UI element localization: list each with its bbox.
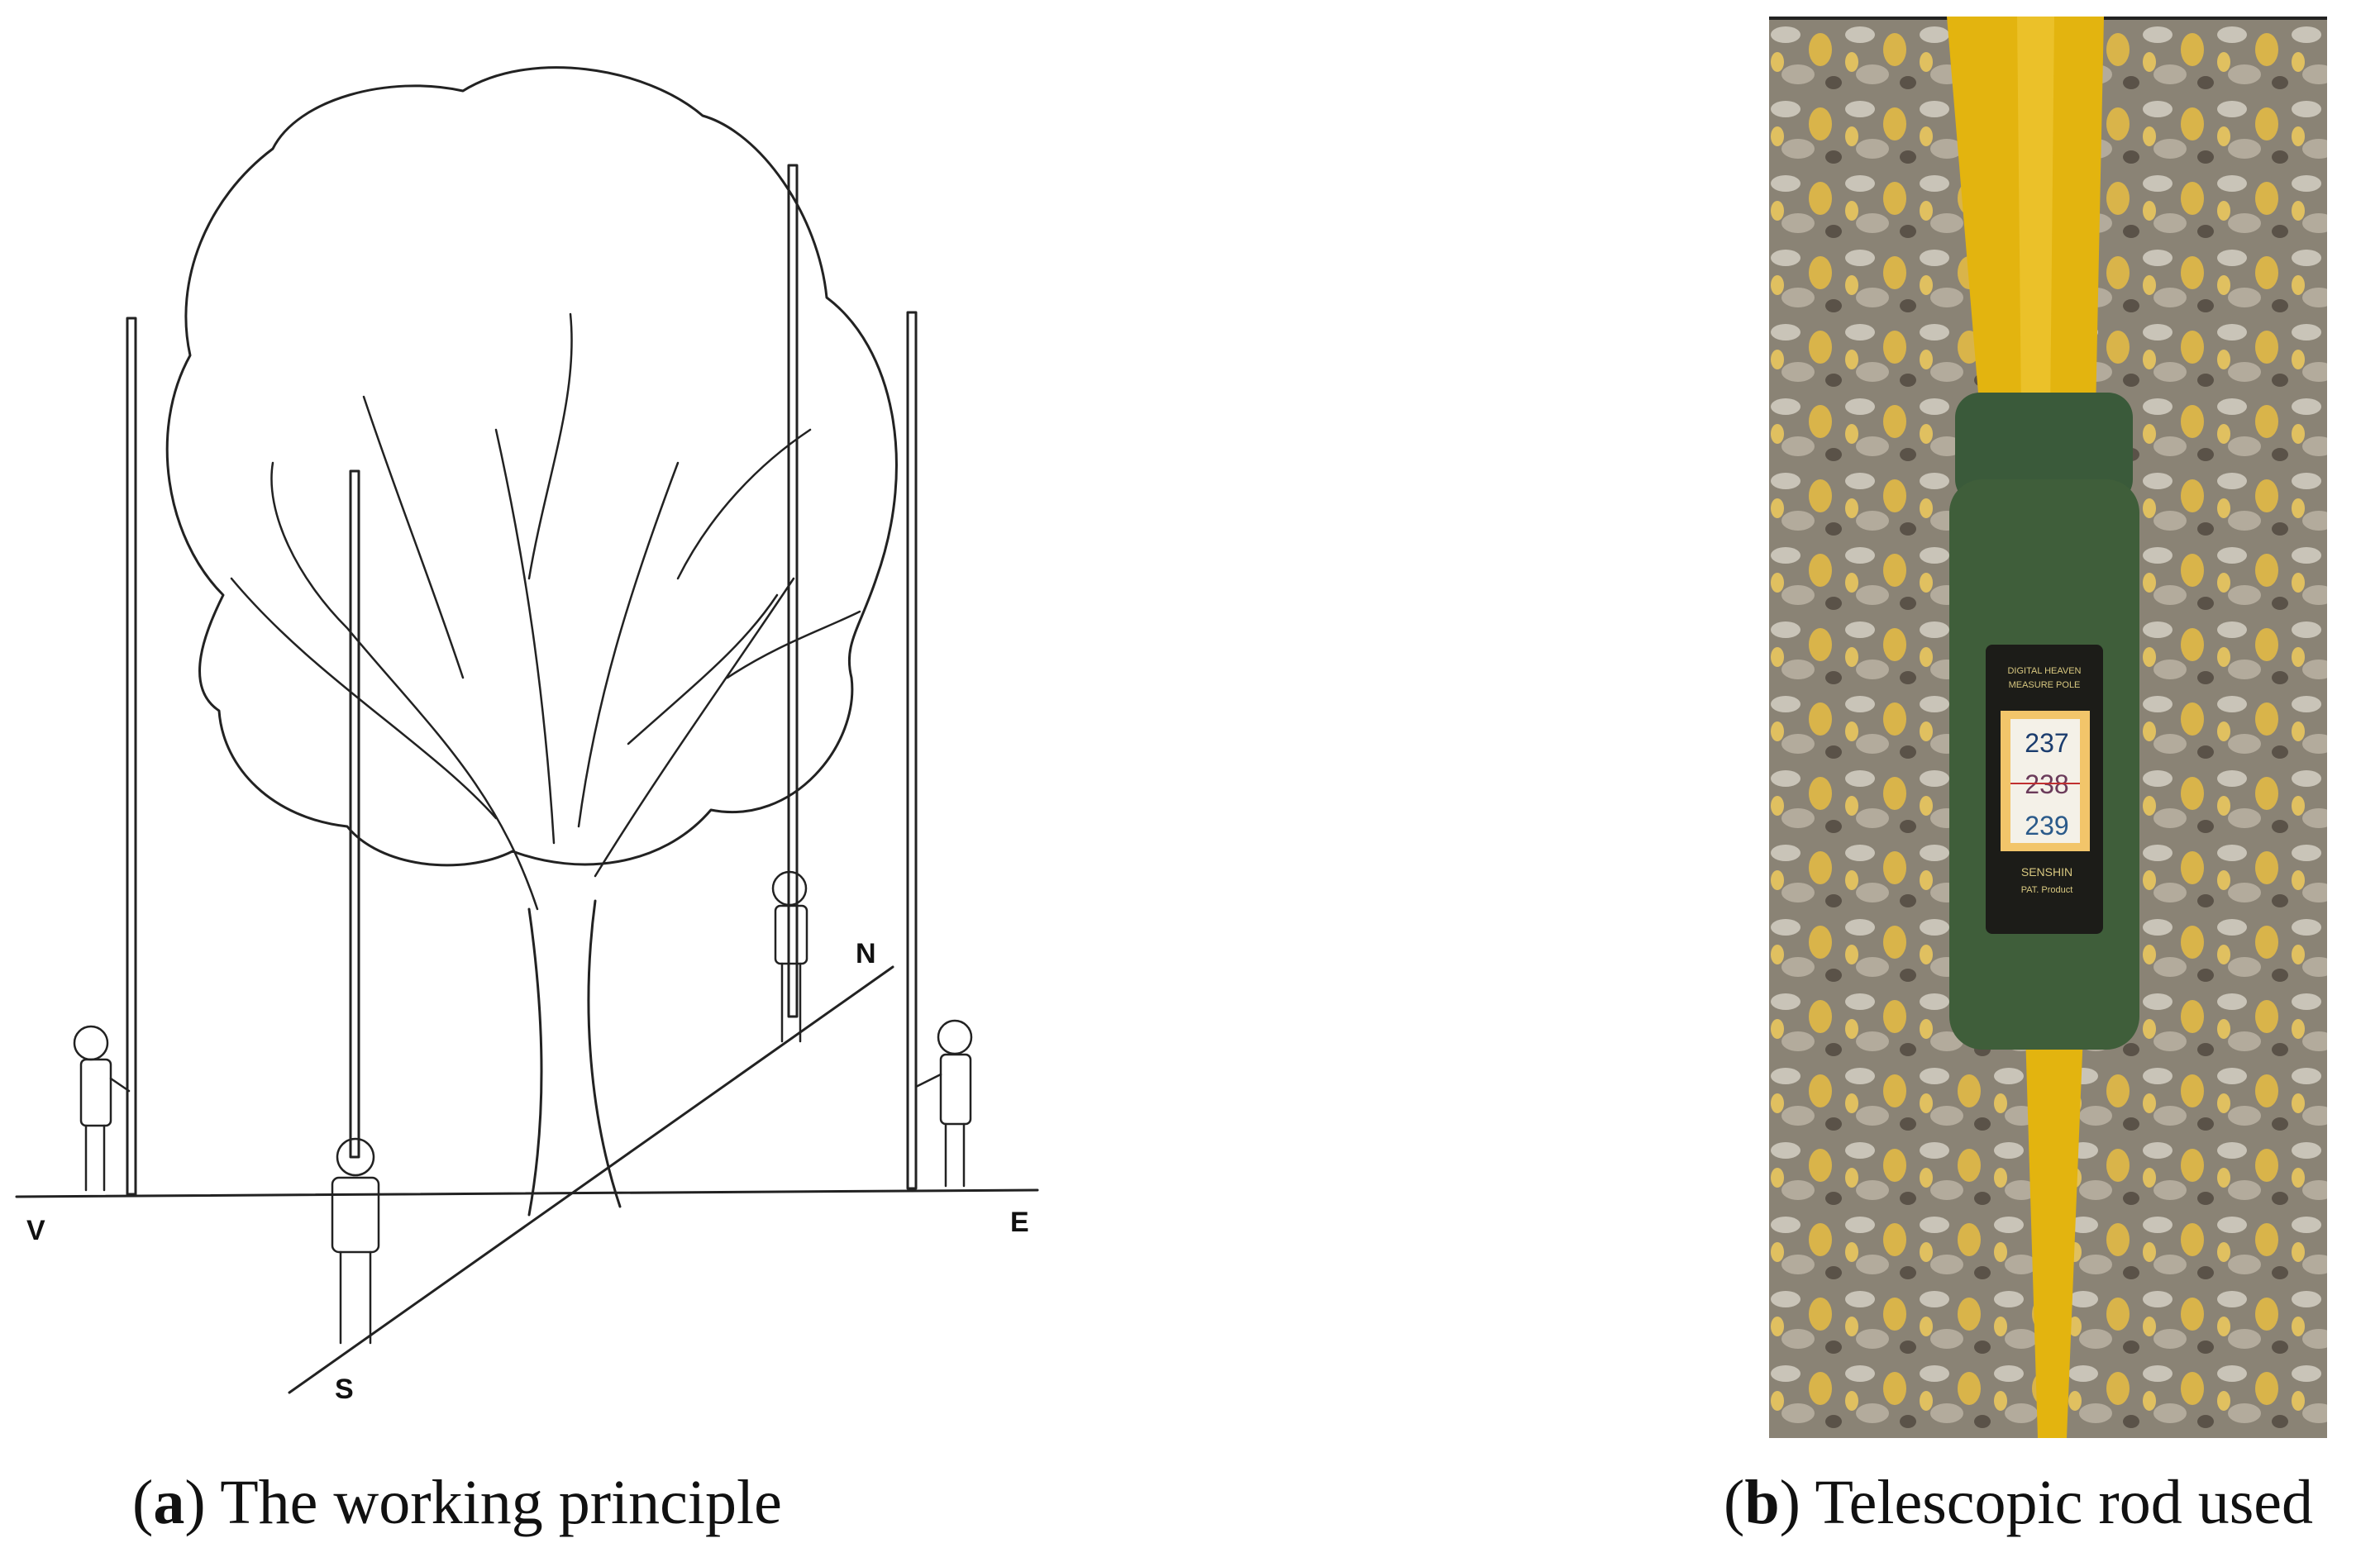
panel-a-drawing: V E N S	[0, 0, 1075, 1455]
person-east	[916, 1021, 971, 1186]
label-west: V	[26, 1215, 45, 1246]
rods	[127, 165, 916, 1194]
label-south: S	[335, 1374, 354, 1405]
panel-b-photo: DIGITAL HEAVEN MEASURE POLE 237 238 239 …	[1769, 17, 2331, 1438]
west-east-line	[17, 1190, 1037, 1197]
label-east: E	[1010, 1207, 1029, 1238]
rod-west	[127, 318, 136, 1194]
device-text-2: MEASURE POLE	[2009, 680, 2081, 690]
label-north: N	[856, 938, 876, 969]
working-principle-illustration: V E N S	[0, 0, 1075, 1455]
device-text-1: DIGITAL HEAVEN	[2007, 666, 2081, 676]
brand-sub: PAT. Product	[2021, 885, 2073, 895]
brand-name: SENSHIN	[2021, 865, 2072, 879]
caption-a: (a) The working principle	[132, 1467, 782, 1539]
rod-east	[908, 312, 916, 1188]
rod-north	[789, 165, 797, 1017]
tree-branches	[231, 314, 860, 909]
person-west	[74, 1026, 129, 1190]
tree-crown	[167, 68, 896, 865]
caption-b-text: Telescopic rod used	[1801, 1468, 2313, 1537]
caption-a-letter: a	[153, 1468, 184, 1537]
reading-1: 237	[2025, 728, 2068, 758]
reading-3: 239	[2025, 811, 2068, 841]
south-north-line	[289, 967, 893, 1393]
rod-south	[351, 471, 359, 1157]
caption-a-text: The working principle	[206, 1468, 782, 1537]
person-south	[332, 1139, 379, 1343]
telescopic-rod-photo: DIGITAL HEAVEN MEASURE POLE 237 238 239 …	[1769, 17, 2331, 1438]
caption-b: (b) Telescopic rod used	[1724, 1467, 2313, 1539]
caption-b-letter: b	[1744, 1468, 1779, 1537]
